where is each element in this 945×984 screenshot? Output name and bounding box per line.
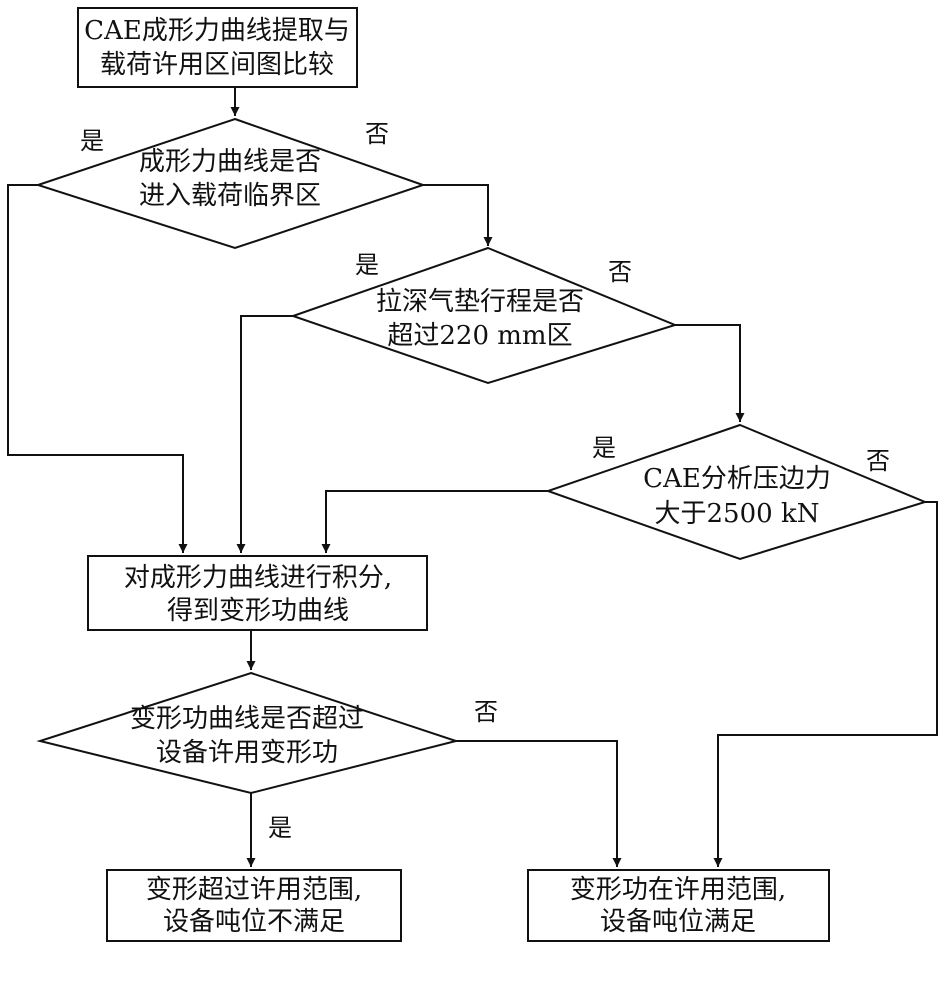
- d3-text-line1: CAE分析压边力: [643, 464, 831, 494]
- d4-text-line1: 变形功曲线是否超过: [130, 704, 364, 734]
- start-text-line2: 载荷许用区间图比较: [100, 50, 334, 80]
- edge-d2-no-to-d3: [675, 324, 745, 422]
- d4-yes-label: 是: [268, 814, 292, 842]
- edge-d3-yes-to-integrate: [321, 490, 548, 553]
- edge-d4-no-to-pass: [456, 740, 622, 867]
- d3-no-label: 否: [866, 447, 890, 475]
- decision-deformation-work: [36, 671, 460, 795]
- d2-text-line2: 超过220 mm区: [387, 321, 572, 351]
- edge-d3-no-to-pass: [713, 501, 938, 867]
- d1-text-line2: 进入载荷临界区: [139, 181, 321, 211]
- edge-d1-yes-to-integrate: [7, 184, 188, 553]
- d4-text-line2: 设备许用变形功: [156, 738, 338, 768]
- d2-yes-label: 是: [355, 251, 379, 279]
- start-box: [77, 7, 358, 88]
- fail-text-line1: 变形超过许用范围,: [146, 875, 362, 905]
- decision-binder-force: [544, 423, 928, 561]
- integrate-text-line2: 得到变形功曲线: [167, 596, 349, 626]
- pass-text-line1: 变形功在许用范围,: [570, 875, 786, 905]
- edges: [7, 87, 938, 867]
- edge-d2-yes-to-integrate: [236, 315, 293, 553]
- d1-text-line1: 成形力曲线是否: [139, 147, 321, 177]
- integrate-text-line1: 对成形力曲线进行积分,: [124, 563, 392, 593]
- start-text-line1: CAE成形力曲线提取与: [84, 16, 350, 46]
- fail-text-line2: 设备吨位不满足: [163, 907, 345, 937]
- d2-text-line1: 拉深气垫行程是否: [376, 287, 584, 317]
- pass-box: [527, 869, 830, 942]
- decision-load-critical-zone: [34, 117, 427, 250]
- d1-yes-label: 是: [80, 127, 104, 155]
- d3-yes-label: 是: [592, 434, 616, 462]
- edge-d1-no-to-d2: [423, 184, 493, 246]
- d4-no-label: 否: [474, 698, 498, 726]
- pass-text-line2: 设备吨位满足: [600, 907, 756, 937]
- d2-no-label: 否: [608, 258, 632, 286]
- d1-no-label: 否: [365, 120, 389, 148]
- d3-text-line2: 大于2500 kN: [655, 499, 820, 529]
- decision-cushion-stroke: [289, 246, 678, 385]
- integrate-box: [87, 555, 428, 631]
- fail-box: [106, 869, 402, 942]
